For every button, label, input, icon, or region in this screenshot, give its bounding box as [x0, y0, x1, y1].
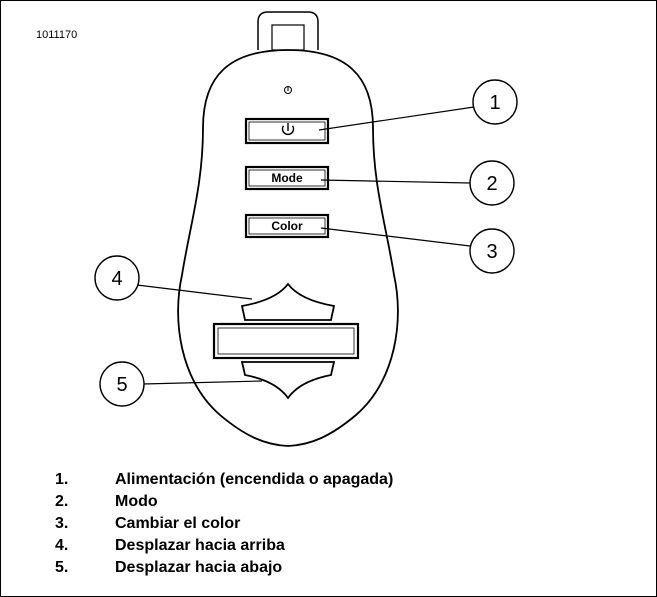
legend-text: Desplazar hacia arriba — [115, 537, 285, 554]
mode-button[interactable]: Mode — [244, 165, 330, 191]
legend: 1. Alimentación (encendida o apagada) 2.… — [55, 469, 393, 579]
callout-3-leader — [320, 227, 471, 247]
legend-item: 3. Cambiar el color — [55, 513, 393, 535]
callout-4: 4 — [94, 255, 140, 301]
figure-id: 1011170 — [36, 29, 78, 41]
svg-text:4: 4 — [111, 268, 122, 290]
scroll-up-button[interactable] — [240, 282, 336, 321]
svg-text:1: 1 — [489, 92, 500, 114]
legend-number: 4. — [55, 537, 69, 554]
callout-1: 1 — [472, 79, 518, 125]
callout-1-leader — [318, 106, 475, 131]
legend-text: Modo — [115, 493, 158, 510]
legend-item: 4. Desplazar hacia arriba — [55, 535, 393, 557]
legend-text: Cambiar el color — [115, 515, 241, 532]
legend-item: 5. Desplazar hacia abajo — [55, 557, 393, 579]
callout-2-leader — [320, 179, 471, 184]
callout-2: 2 — [469, 160, 515, 206]
callout-4-leader — [136, 284, 253, 300]
legend-text: Desplazar hacia abajo — [115, 559, 283, 576]
svg-text:3: 3 — [486, 241, 497, 263]
key-ring-hole — [271, 24, 305, 51]
remote-diagram: Mode Color 1 2 3 4 5 — [94, 11, 518, 447]
led-indicator-icon — [284, 86, 292, 94]
svg-text:2: 2 — [486, 173, 497, 195]
scroll-down-button[interactable] — [240, 361, 336, 400]
mode-button-label: Mode — [271, 171, 303, 185]
legend-number: 1. — [55, 471, 69, 488]
callout-5-leader — [142, 380, 263, 385]
power-icon — [281, 123, 295, 136]
legend-number: 5. — [55, 559, 69, 576]
legend-text: Alimentación (encendida o apagada) — [115, 471, 394, 488]
legend-item: 2. Modo — [55, 491, 393, 513]
legend-item: 1. Alimentación (encendida o apagada) — [55, 469, 393, 491]
callout-5: 5 — [99, 361, 145, 407]
legend-number: 3. — [55, 515, 69, 532]
svg-text:5: 5 — [116, 374, 127, 396]
key-ring — [257, 11, 319, 50]
legend-number: 2. — [55, 493, 69, 510]
color-button[interactable]: Color — [244, 213, 330, 239]
center-bar — [212, 322, 360, 360]
callout-3: 3 — [469, 228, 515, 274]
power-button[interactable] — [244, 117, 330, 145]
color-button-label: Color — [271, 219, 303, 233]
